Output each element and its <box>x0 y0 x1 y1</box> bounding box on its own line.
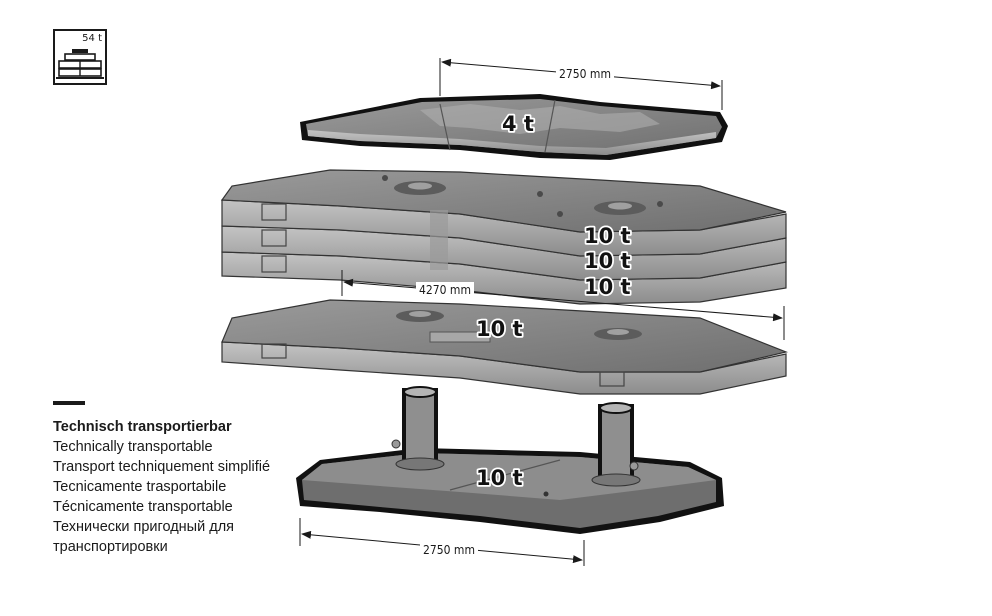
dimension-bottom: 2750 mm <box>299 518 585 566</box>
dimension-top: 2750 mm <box>439 58 723 110</box>
legend-line-es: Técnicamente transportable <box>53 499 233 515</box>
capacity-label: 54 t <box>82 33 102 44</box>
dimension-middle: 4270 mm <box>341 270 785 340</box>
dimension-top-label: 2750 mm <box>559 67 611 81</box>
legend-line-fr: Transport techniquement simplifié <box>53 459 271 475</box>
weight-base-plate: 10 t <box>476 466 523 490</box>
crane-ballast-glyph-icon <box>56 49 104 79</box>
weight-stack-plate-1: 10 t <box>584 224 631 248</box>
legend-title: Technisch transportierbar <box>53 419 232 435</box>
base-ballast-plate <box>296 386 724 534</box>
dimension-bottom-label: 2750 mm <box>423 543 475 557</box>
crane-ballast-icon: 54 t <box>53 29 107 85</box>
legend-marker <box>53 401 85 405</box>
stacked-ballast-plates <box>220 169 787 305</box>
legend-line-en: Technically transportable <box>53 439 213 455</box>
weight-stack-plate-2: 10 t <box>584 249 631 273</box>
weight-stack-plate-3: 10 t <box>584 275 631 299</box>
weight-top-plate: 4 t <box>502 112 534 136</box>
legend-text: Technisch transportierbar Technically tr… <box>53 417 353 557</box>
legend-line-ru-1: Технически пригодный для <box>53 519 235 535</box>
legend-line-it: Tecnicamente trasportabile <box>53 479 227 495</box>
top-ballast-plate <box>300 94 728 160</box>
legend-line-ru-2: транспортировки <box>53 539 168 555</box>
dimension-middle-label: 4270 mm <box>419 283 471 297</box>
middle-ballast-plate <box>221 299 789 395</box>
weight-middle-plate: 10 t <box>476 317 523 341</box>
